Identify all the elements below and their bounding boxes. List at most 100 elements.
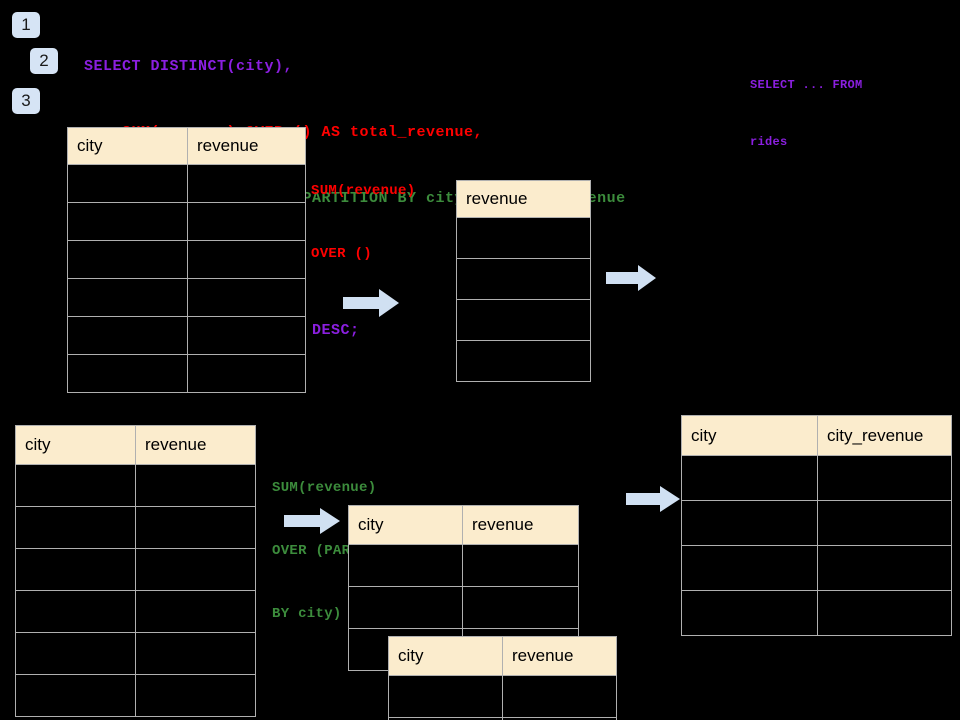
table-row (67, 164, 306, 203)
table-row (67, 240, 306, 279)
table-row (388, 675, 617, 718)
table-row (681, 500, 952, 546)
column-header-city: city (67, 127, 188, 165)
table-cell (462, 586, 579, 629)
column-header-revenue: revenue (187, 127, 306, 165)
table-cell (135, 632, 256, 675)
table-cell (462, 544, 579, 587)
table-cell (67, 164, 188, 203)
table-partition-b: city revenue (388, 636, 617, 720)
arrow-source-to-total-icon (343, 289, 399, 317)
table-body (15, 464, 256, 717)
table-cell (456, 217, 591, 259)
column-header-city-revenue: city_revenue (817, 415, 952, 456)
column-header-revenue: revenue (456, 180, 591, 218)
table-cell (456, 299, 591, 341)
table-cell (15, 632, 136, 675)
table-cell (135, 590, 256, 633)
table-body (67, 164, 306, 393)
table-cell (502, 675, 617, 718)
table-row (15, 674, 256, 717)
column-header-revenue: revenue (462, 505, 579, 545)
table-header-row: city city_revenue (681, 415, 952, 456)
table-cell (817, 500, 952, 546)
column-header-city: city (681, 415, 818, 456)
table-cell (348, 586, 463, 629)
table-row (15, 632, 256, 675)
table-cell (15, 506, 136, 549)
table-cell (15, 464, 136, 507)
table-row (456, 258, 591, 300)
annotation-city-revenue-line-1: SUM(revenue) (272, 480, 377, 496)
table-header-row: city revenue (15, 425, 256, 465)
table-cell (187, 240, 306, 279)
table-cell (348, 544, 463, 587)
table-cell (187, 316, 306, 355)
arrow-total-to-result-icon (606, 265, 656, 291)
table-cell (681, 500, 818, 546)
table-cell (817, 590, 952, 636)
table-row (67, 278, 306, 317)
table-cell (681, 545, 818, 591)
sql-line-1: SELECT DISTINCT(city), (84, 58, 294, 75)
table-cell (15, 674, 136, 717)
step-badge-1: 1 (12, 12, 40, 38)
table-cell (187, 202, 306, 241)
step-badge-3: 3 (12, 88, 40, 114)
table-header-row: city revenue (348, 505, 579, 545)
arrow-partition-to-result-icon (626, 486, 680, 512)
table-cell (15, 590, 136, 633)
table-row (456, 299, 591, 341)
table-source-top: city revenue (67, 127, 306, 393)
table-cell (456, 340, 591, 382)
table-cell (817, 545, 952, 591)
table-cell (67, 202, 188, 241)
table-row (388, 717, 617, 720)
table-cell (817, 455, 952, 501)
table-cell (388, 675, 503, 718)
table-row (348, 586, 579, 629)
table-cell (135, 464, 256, 507)
table-row (15, 548, 256, 591)
table-row (15, 590, 256, 633)
column-header-revenue: revenue (502, 636, 617, 676)
table-row (456, 217, 591, 259)
table-row (348, 544, 579, 587)
table-cell (681, 590, 818, 636)
table-cell (187, 278, 306, 317)
step-badge-2: 2 (30, 48, 58, 74)
table-cell (135, 548, 256, 591)
table-cell (187, 354, 306, 393)
side-note-select-from: SELECT ... FROM rides (750, 38, 863, 190)
table-cell (135, 506, 256, 549)
table-cell (502, 717, 617, 720)
column-header-revenue: revenue (135, 425, 256, 465)
column-header-city: city (348, 505, 463, 545)
table-row (67, 316, 306, 355)
table-cell (456, 258, 591, 300)
column-header-city: city (388, 636, 503, 676)
annotation-total-revenue-line-2: OVER () (311, 246, 372, 262)
table-row (15, 464, 256, 507)
table-cell (681, 455, 818, 501)
table-row (681, 545, 952, 591)
table-header-row: city revenue (67, 127, 306, 165)
table-row (681, 455, 952, 501)
table-body (456, 217, 591, 382)
table-row (456, 340, 591, 382)
table-result: city city_revenue (681, 415, 952, 636)
side-note-line-2: rides (750, 135, 788, 149)
annotation-total-revenue: SUM(revenue) OVER () (311, 139, 415, 307)
column-header-city: city (15, 425, 136, 465)
table-total-revenue: revenue (456, 180, 591, 382)
table-header-row: revenue (456, 180, 591, 218)
arrow-source-to-partition-icon (284, 508, 340, 534)
table-cell (135, 674, 256, 717)
table-row (15, 506, 256, 549)
table-body (388, 675, 617, 720)
table-cell (67, 316, 188, 355)
annotation-city-revenue-line-3: BY city) (272, 606, 342, 622)
table-source-bottom: city revenue (15, 425, 256, 717)
table-body (681, 455, 952, 636)
table-cell (67, 354, 188, 393)
